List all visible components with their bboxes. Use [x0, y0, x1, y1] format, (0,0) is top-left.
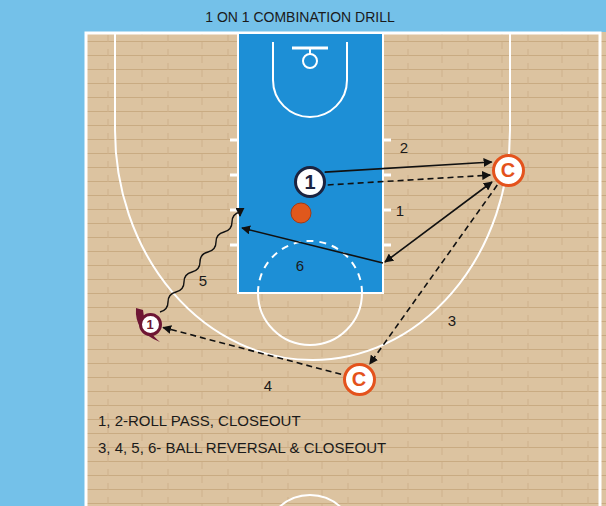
player-number: C — [352, 369, 366, 389]
center-circle — [265, 495, 355, 506]
step-number: 3 — [448, 312, 456, 329]
player-number: 1 — [146, 318, 153, 331]
lane-marks — [230, 140, 391, 245]
pass-arrow — [328, 175, 491, 185]
drill-note: 3, 4, 5, 6- BALL REVERSAL & CLOSEOUT — [98, 439, 386, 456]
step-number: 2 — [400, 139, 408, 156]
closeout-line — [242, 228, 383, 263]
lane — [238, 33, 383, 293]
rim — [303, 54, 317, 68]
step-number: 5 — [199, 272, 207, 289]
move-arrow — [325, 162, 492, 172]
free-throw-circle-top — [258, 241, 362, 293]
step-number: 1 — [396, 202, 404, 219]
step-number: 4 — [264, 377, 272, 394]
player-circle: 1 — [294, 166, 326, 198]
diagram-title: 1 ON 1 COMBINATION DRILL — [205, 9, 395, 25]
pass-arrow — [370, 185, 498, 364]
restricted-area — [273, 42, 347, 117]
coach-circle: C — [343, 363, 376, 396]
drill-note: 1, 2-ROLL PASS, CLOSEOUT — [98, 412, 301, 429]
player-circle: 1 — [139, 313, 162, 336]
court-border — [86, 33, 600, 506]
player-number: C — [501, 160, 515, 180]
court-floor — [85, 32, 606, 506]
step-number: 6 — [296, 257, 304, 274]
free-throw-circle — [258, 293, 362, 345]
three-point-line — [115, 33, 510, 360]
coach-circle: C — [492, 154, 525, 187]
player-number: 1 — [304, 172, 315, 192]
pass-arrow — [163, 327, 341, 374]
ball — [291, 203, 311, 223]
roll-pass-line — [385, 182, 492, 262]
dribble-line — [160, 212, 240, 312]
